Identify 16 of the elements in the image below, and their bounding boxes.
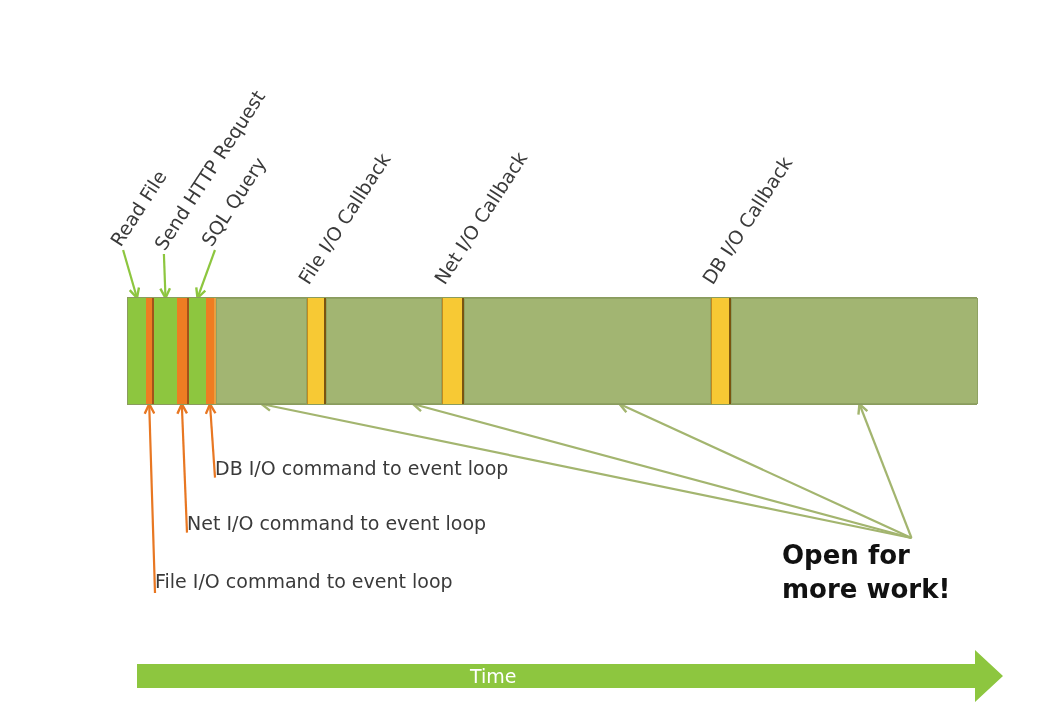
busy-segment <box>154 298 177 404</box>
busy-segment <box>189 298 206 404</box>
command-label: DB I/O command to event loop <box>215 456 509 480</box>
idle-segment <box>216 298 307 404</box>
command-label: Net I/O command to event loop <box>187 511 487 535</box>
time-label: Time <box>470 664 517 688</box>
command-marker <box>177 298 189 404</box>
idle-segment <box>464 298 711 404</box>
idle-segment <box>731 298 978 404</box>
note-label: Open for more work! <box>782 538 967 606</box>
command-marker <box>206 298 216 404</box>
command-marker <box>146 298 154 404</box>
idle-segment <box>326 298 442 404</box>
time-arrow <box>137 650 1003 702</box>
command-label: File I/O command to event loop <box>155 569 453 593</box>
busy-segment <box>128 298 146 404</box>
